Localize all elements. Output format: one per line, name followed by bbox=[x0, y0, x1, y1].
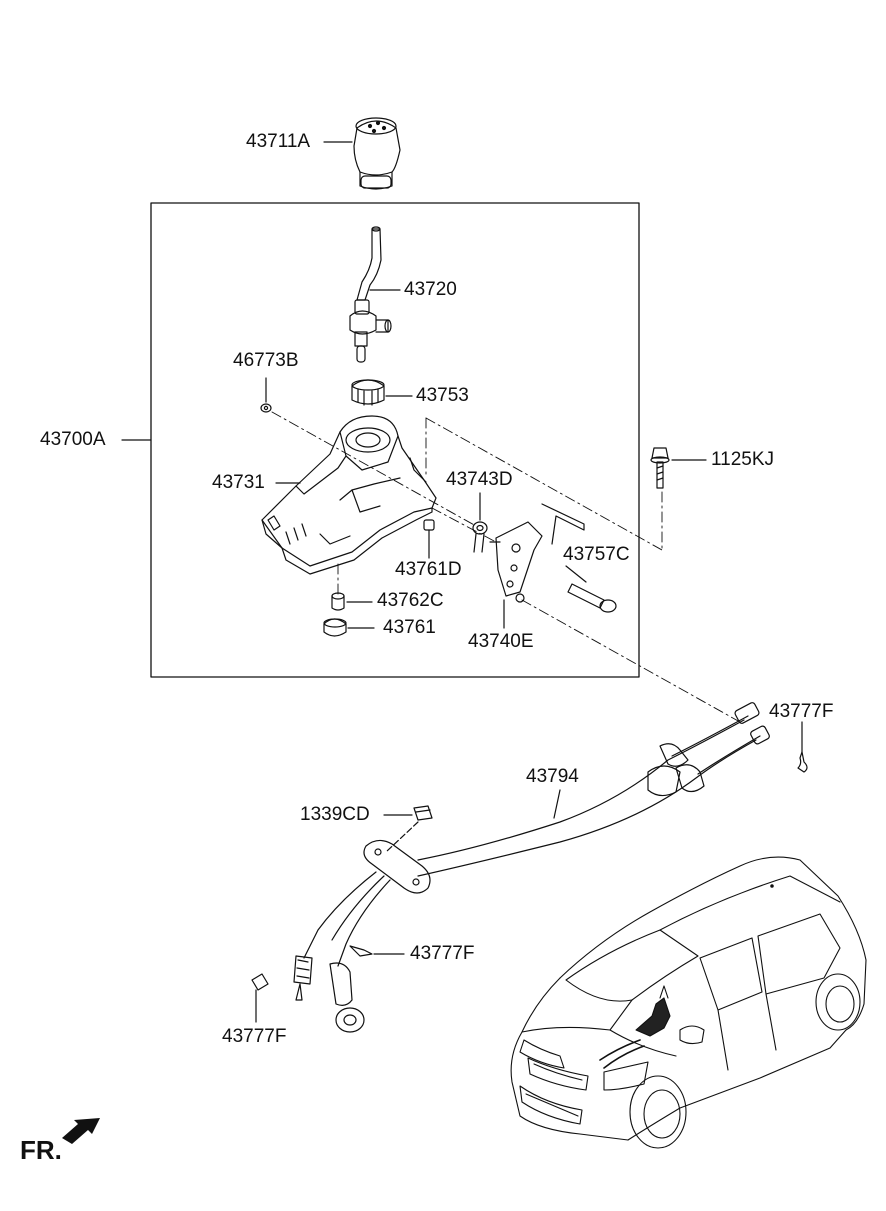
callout-label-43740e: 43740E bbox=[468, 631, 534, 652]
flange-bolt-part bbox=[650, 447, 670, 489]
callout-label-43761d: 43761D bbox=[395, 559, 462, 580]
callout-label-43757c: 43757C bbox=[563, 544, 630, 565]
callout-label-1125kj: 1125KJ bbox=[711, 449, 775, 470]
callout-label-43743d: 43743D bbox=[446, 469, 513, 490]
callout-label-43700a: 43700A bbox=[40, 429, 106, 450]
shift-cable-part bbox=[293, 702, 770, 1033]
bushing-small-part bbox=[260, 403, 272, 413]
callout-label-43731: 43731 bbox=[212, 472, 265, 493]
cable-clip-top-part bbox=[797, 751, 808, 773]
retainer-wire-part bbox=[541, 503, 585, 545]
shifter-housing-part bbox=[261, 415, 437, 575]
bushing-part bbox=[323, 618, 347, 637]
front-direction-label: FR. bbox=[20, 1135, 62, 1165]
callout-label-43777f-mid: 43777F bbox=[410, 943, 475, 964]
callout-label-43794: 43794 bbox=[526, 766, 579, 787]
callout-label-1339cd: 1339CD bbox=[300, 804, 370, 825]
gear-knob-part bbox=[353, 117, 401, 190]
callout-label-43762c: 43762C bbox=[377, 590, 444, 611]
callout-label-43753: 43753 bbox=[416, 385, 469, 406]
callout-label-43777f-low: 43777F bbox=[222, 1026, 287, 1047]
grommet-clip-part bbox=[413, 805, 433, 821]
callout-label-43720: 43720 bbox=[404, 279, 457, 300]
shift-lever-part bbox=[349, 226, 392, 363]
bushing-d-part bbox=[423, 519, 435, 531]
cable-clip-mid-part bbox=[349, 945, 373, 957]
callout-label-43777f-top: 43777F bbox=[769, 701, 834, 722]
callout-label-43761: 43761 bbox=[383, 617, 436, 638]
callout-label-43711a: 43711A bbox=[246, 131, 311, 152]
callout-label-46773b: 46773B bbox=[233, 350, 299, 371]
front-arrow-icon bbox=[62, 1118, 100, 1144]
vehicle-location-illustration bbox=[510, 856, 867, 1149]
cable-bracket-part bbox=[489, 521, 543, 603]
lever-cap-part bbox=[351, 379, 385, 406]
collar-part bbox=[331, 592, 345, 611]
spring-clip-part bbox=[472, 521, 488, 553]
pivot-pin-part bbox=[567, 583, 617, 613]
cable-clip-low-part bbox=[251, 973, 269, 991]
